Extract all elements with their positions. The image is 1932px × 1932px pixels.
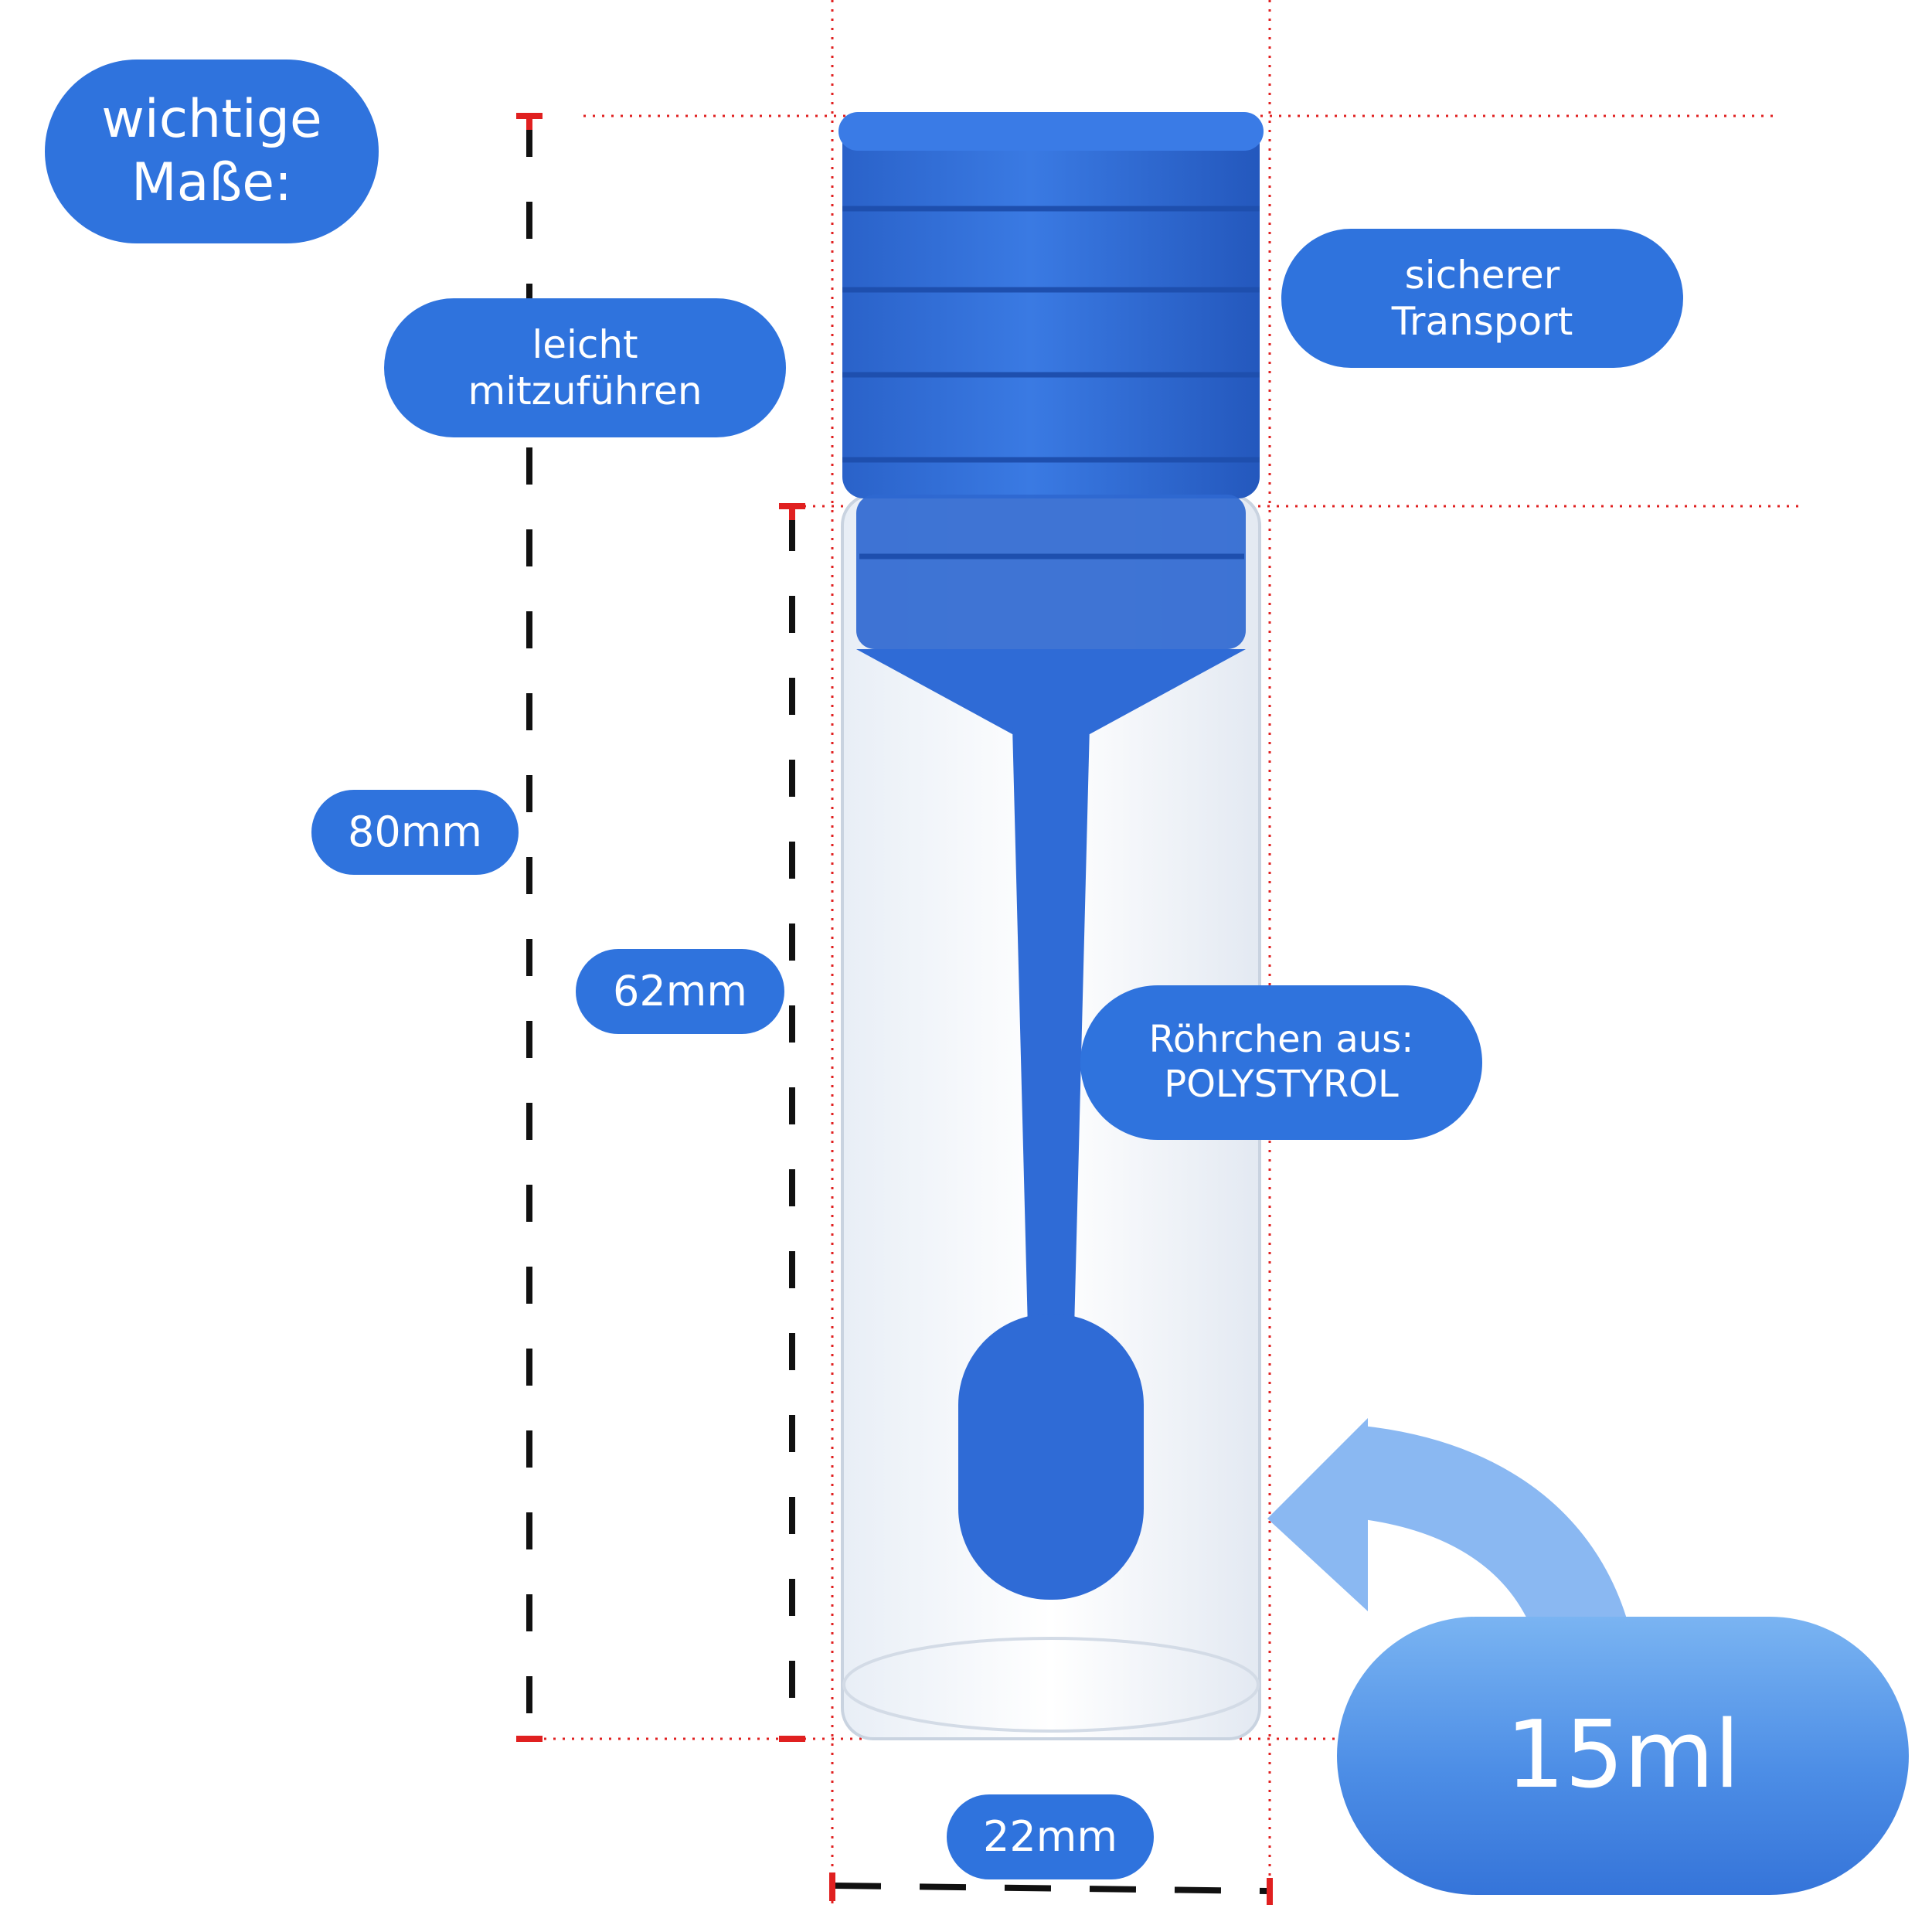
height-total-value: 80mm	[348, 807, 482, 856]
dimension-22mm	[834, 1883, 1268, 1894]
transport-line-2: Transport	[1391, 299, 1573, 344]
dimension-caps	[516, 113, 1273, 1905]
curved-arrow-icon	[1267, 1418, 1629, 1652]
headline-line-1: wichtige	[101, 89, 322, 151]
height-tube-badge: 62mm	[576, 949, 784, 1034]
transport-badge: sicherer Transport	[1281, 229, 1683, 368]
transport-line-1: sicherer	[1404, 253, 1560, 298]
material-line-1: Röhrchen aus:	[1148, 1018, 1414, 1062]
height-tube-value: 62mm	[613, 966, 747, 1015]
swab-cap	[838, 112, 1264, 1600]
portable-line-1: leicht	[532, 322, 638, 367]
height-total-badge: 80mm	[311, 790, 519, 875]
material-line-2: POLYSTYROL	[1164, 1063, 1399, 1106]
width-value: 22mm	[983, 1811, 1117, 1861]
material-badge: Röhrchen aus: POLYSTYROL	[1080, 985, 1482, 1140]
width-badge: 22mm	[947, 1794, 1154, 1879]
portable-badge: leicht mitzuführen	[384, 298, 786, 437]
volume-badge: 15ml	[1337, 1617, 1909, 1895]
portable-line-2: mitzuführen	[468, 369, 702, 413]
headline-line-2: Maße:	[131, 152, 292, 213]
volume-value: 15ml	[1505, 1702, 1740, 1809]
headline-badge: wichtige Maße:	[45, 60, 379, 243]
